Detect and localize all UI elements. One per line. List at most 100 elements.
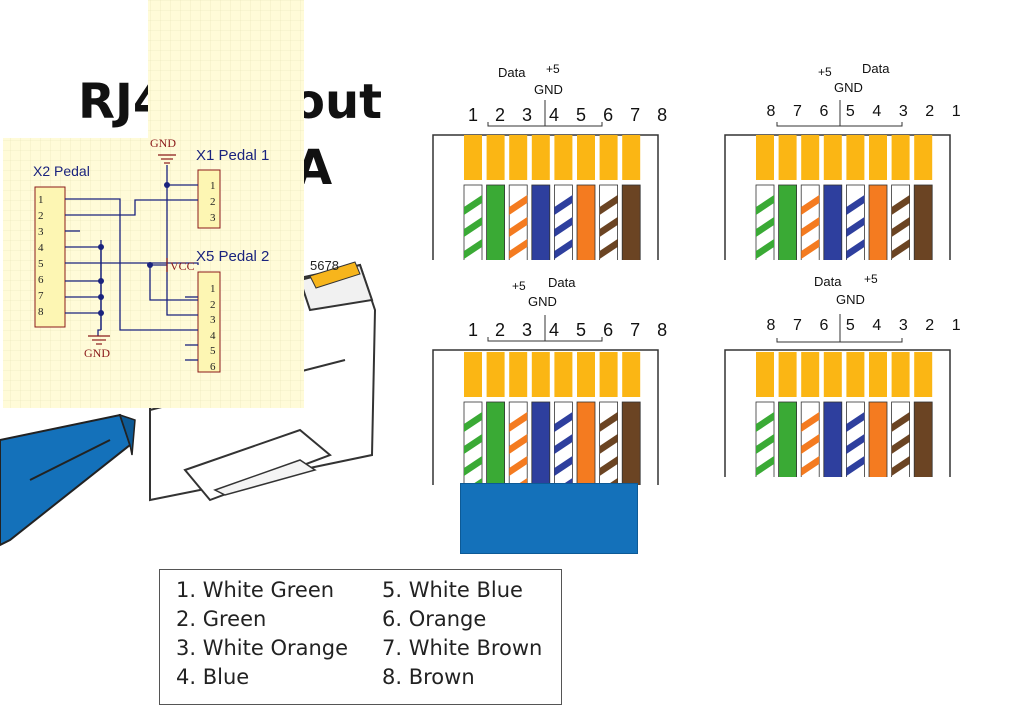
contacts [755, 135, 933, 260]
pin-number: 8 [766, 103, 776, 120]
wire-stripe [509, 195, 528, 215]
pin-number: 5 [845, 317, 855, 334]
pin-number: 1 [951, 317, 961, 334]
gold-contact [846, 135, 865, 180]
wire-stripe [554, 456, 573, 476]
solid-wire [778, 184, 797, 260]
gold-contact [914, 352, 933, 397]
gold-contact [869, 135, 887, 180]
x5-pin-numbers: 1 2 3 4 5 6 [210, 282, 216, 375]
plug-pin-numbers: 5678 [310, 258, 339, 273]
gold-contact [509, 352, 528, 397]
gold-contact [486, 352, 505, 397]
title-part-2: out [292, 74, 383, 130]
gold-contact [464, 135, 482, 180]
x5-pin: 1 [210, 283, 216, 295]
wire-stripe [464, 434, 482, 454]
pin-number: 3 [522, 105, 533, 125]
pin-number: 7 [793, 103, 802, 120]
wire-stripe [464, 412, 482, 432]
pin-number: 2 [925, 103, 935, 120]
wire-color-legend: 1. White Green 2. Green 3. White Orange … [159, 569, 562, 705]
wire-stripe [846, 412, 865, 432]
wire-bundle [432, 100, 659, 260]
wire-stripe [599, 434, 618, 454]
plus5-label: +5 [512, 279, 526, 293]
wire-stripe [509, 239, 528, 259]
gold-contact [554, 135, 573, 180]
wire-stripe [801, 217, 820, 237]
gold-contact [531, 352, 550, 397]
gold-contact [823, 135, 842, 180]
gold-contact [599, 352, 618, 397]
wire-stripe [891, 217, 910, 237]
gold-contact [869, 352, 887, 397]
wire-bundle [432, 315, 659, 485]
pin-number: 3 [898, 103, 908, 120]
gnd-label: GND [836, 292, 865, 307]
gold-contact [756, 135, 774, 180]
pin-number: 6 [819, 103, 829, 120]
pin-number: 7 [630, 105, 641, 125]
contacts [463, 135, 641, 260]
pin-number: 8 [657, 320, 668, 340]
x5-pin: 3 [210, 314, 216, 326]
solid-wire [576, 184, 596, 260]
pin-number: 8 [766, 317, 776, 334]
cable-jacket [460, 483, 638, 554]
solid-wire [576, 401, 596, 485]
gnd-top-label: GND [150, 136, 176, 150]
wire-stripe [891, 456, 910, 476]
solid-wire [868, 401, 888, 477]
x2-pin: 2 [38, 210, 44, 222]
x2-pin: 3 [38, 226, 44, 238]
solid-wire [913, 401, 933, 477]
wiring-panel-3: Data +5 GND 1 2 3 4 5 6 7 8 [430, 275, 667, 485]
gold-contact [778, 352, 797, 397]
solid-wire [913, 184, 933, 260]
pin-number: 5 [576, 105, 587, 125]
pin-number: 7 [793, 317, 802, 334]
wire-stripe [554, 412, 573, 432]
gold-contact [554, 352, 573, 397]
wire-bundle [724, 314, 951, 477]
x2-pin: 7 [38, 290, 44, 302]
wire-stripe [801, 412, 820, 432]
pin-number-row: 8 7 6 5 4 3 2 1 [760, 317, 967, 335]
wire-stripe [464, 217, 482, 237]
pin-number: 3 [898, 317, 908, 334]
wire-stripe [599, 239, 618, 259]
plus5-label: +5 [546, 62, 560, 76]
wire-stripe [891, 434, 910, 454]
wire-stripe [599, 412, 618, 432]
pin-number: 3 [522, 320, 533, 340]
x1-pin: 2 [210, 196, 216, 208]
wiring-panel-4: Data +5 GND 8 7 6 5 4 3 2 1 [722, 272, 961, 477]
legend-item: 5. White Blue [382, 578, 523, 602]
gold-contact [823, 352, 842, 397]
gold-contact [622, 352, 641, 397]
pin-number: 4 [872, 317, 882, 334]
gnd-label: GND [834, 80, 863, 95]
wire-stripe [801, 456, 820, 476]
pin-number: 5 [576, 320, 587, 340]
legend-item: 6. Orange [382, 607, 487, 631]
solid-wire [823, 401, 843, 477]
gnd-label: GND [534, 82, 563, 97]
x2-pedal-label: X2 Pedal [33, 163, 90, 179]
x1-pedal-label: X1 Pedal 1 [196, 147, 270, 164]
x2-pin: 8 [38, 306, 44, 318]
wire-stripe [756, 412, 774, 432]
wire-stripe [554, 195, 573, 215]
wire-stripe [554, 434, 573, 454]
pin-number: 4 [549, 320, 560, 340]
gold-contact [801, 352, 820, 397]
x2-pin: 5 [38, 258, 44, 270]
gold-contact [531, 135, 550, 180]
gold-contact [891, 135, 910, 180]
wire-stripe [554, 239, 573, 259]
gold-contact [464, 352, 482, 397]
pin-number: 8 [657, 105, 668, 125]
wire-stripe [846, 195, 865, 215]
gold-contact [622, 135, 641, 180]
